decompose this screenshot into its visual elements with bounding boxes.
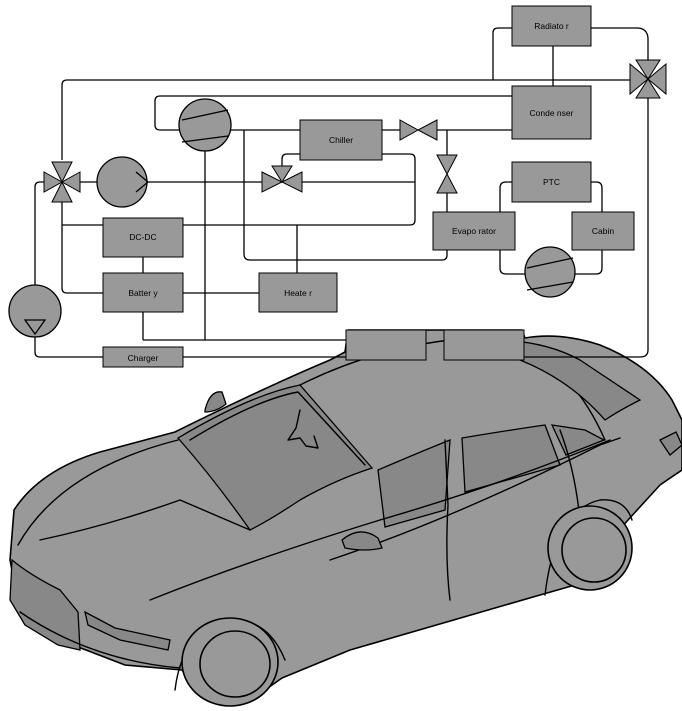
battery-label: Batter y bbox=[128, 288, 158, 298]
cabin-label: Cabin bbox=[592, 226, 614, 236]
hidden-component-left bbox=[346, 330, 426, 360]
valve-left-icon bbox=[44, 162, 80, 202]
component-charger: Charger bbox=[103, 347, 183, 367]
component-ptc: PTC bbox=[512, 162, 591, 202]
dcdc-label: DC-DC bbox=[129, 232, 156, 242]
component-dcdc: DC-DC bbox=[103, 218, 183, 257]
valve-condenser-chiller-icon bbox=[400, 120, 437, 140]
compressor-top-icon bbox=[179, 99, 231, 151]
pump-left-icon bbox=[97, 157, 148, 207]
valve-evaporator-icon bbox=[437, 155, 457, 193]
hidden-component-right bbox=[444, 330, 524, 360]
charger-label: Charger bbox=[128, 353, 159, 363]
heater-label: Heate r bbox=[284, 288, 312, 298]
component-condenser: Conde nser bbox=[512, 86, 591, 139]
evaporator-label: Evapo rator bbox=[452, 226, 496, 236]
component-evaporator: Evapo rator bbox=[433, 212, 515, 250]
component-cabin: Cabin bbox=[572, 212, 634, 250]
component-heater: Heate r bbox=[259, 273, 337, 312]
component-radiator: Radiato r bbox=[512, 6, 591, 46]
compressor-cabin-icon bbox=[525, 247, 575, 297]
component-chiller: Chiller bbox=[300, 120, 382, 160]
ptc-label: PTC bbox=[543, 177, 560, 187]
radiator-label: Radiato r bbox=[534, 21, 569, 31]
condenser-label: Conde nser bbox=[530, 108, 574, 118]
car-illustration bbox=[10, 330, 682, 706]
pump-bottom-left-icon bbox=[9, 285, 61, 337]
component-battery: Batter y bbox=[103, 273, 183, 312]
chiller-label: Chiller bbox=[329, 135, 353, 145]
valve-right-icon bbox=[630, 60, 666, 98]
valve-center-icon bbox=[262, 166, 302, 192]
